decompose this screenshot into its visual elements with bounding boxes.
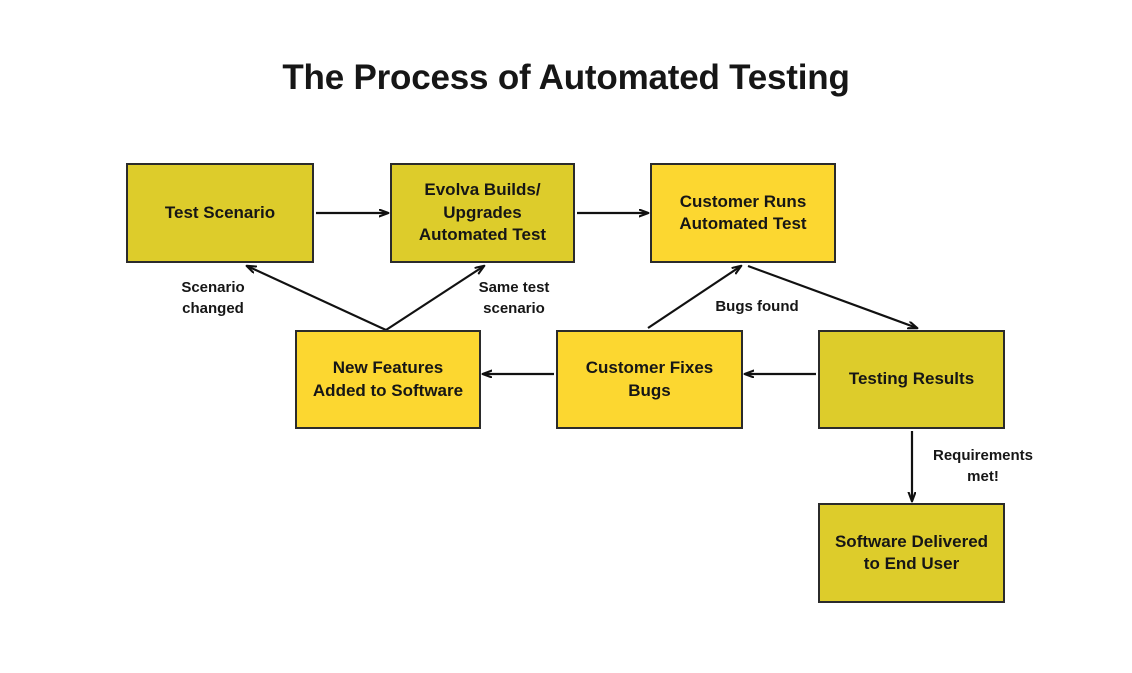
page-title: The Process of Automated Testing [282,58,850,97]
node-software-delivered[interactable]: Software Delivered to End User [818,503,1005,603]
node-test-scenario[interactable]: Test Scenario [126,163,314,263]
edge-label-requirements-met: Requirements met! [932,447,1034,485]
edge-new-features-to-test-scenario [247,266,387,331]
edge-label-scenario-changed: Scenario changed [181,279,245,317]
node-testing-results[interactable]: Testing Results [818,330,1005,429]
node-customer-fixes-bugs[interactable]: Customer Fixes Bugs [556,330,743,429]
edge-label-bugs-found: Bugs found [715,298,799,315]
node-customer-runs-test[interactable]: Customer Runs Automated Test [650,163,836,263]
node-evolva-builds[interactable]: Evolva Builds/ Upgrades Automated Test [390,163,575,263]
node-new-features[interactable]: New Features Added to Software [295,330,481,429]
edge-label-same-test-scenario: Same test scenario [478,279,550,317]
